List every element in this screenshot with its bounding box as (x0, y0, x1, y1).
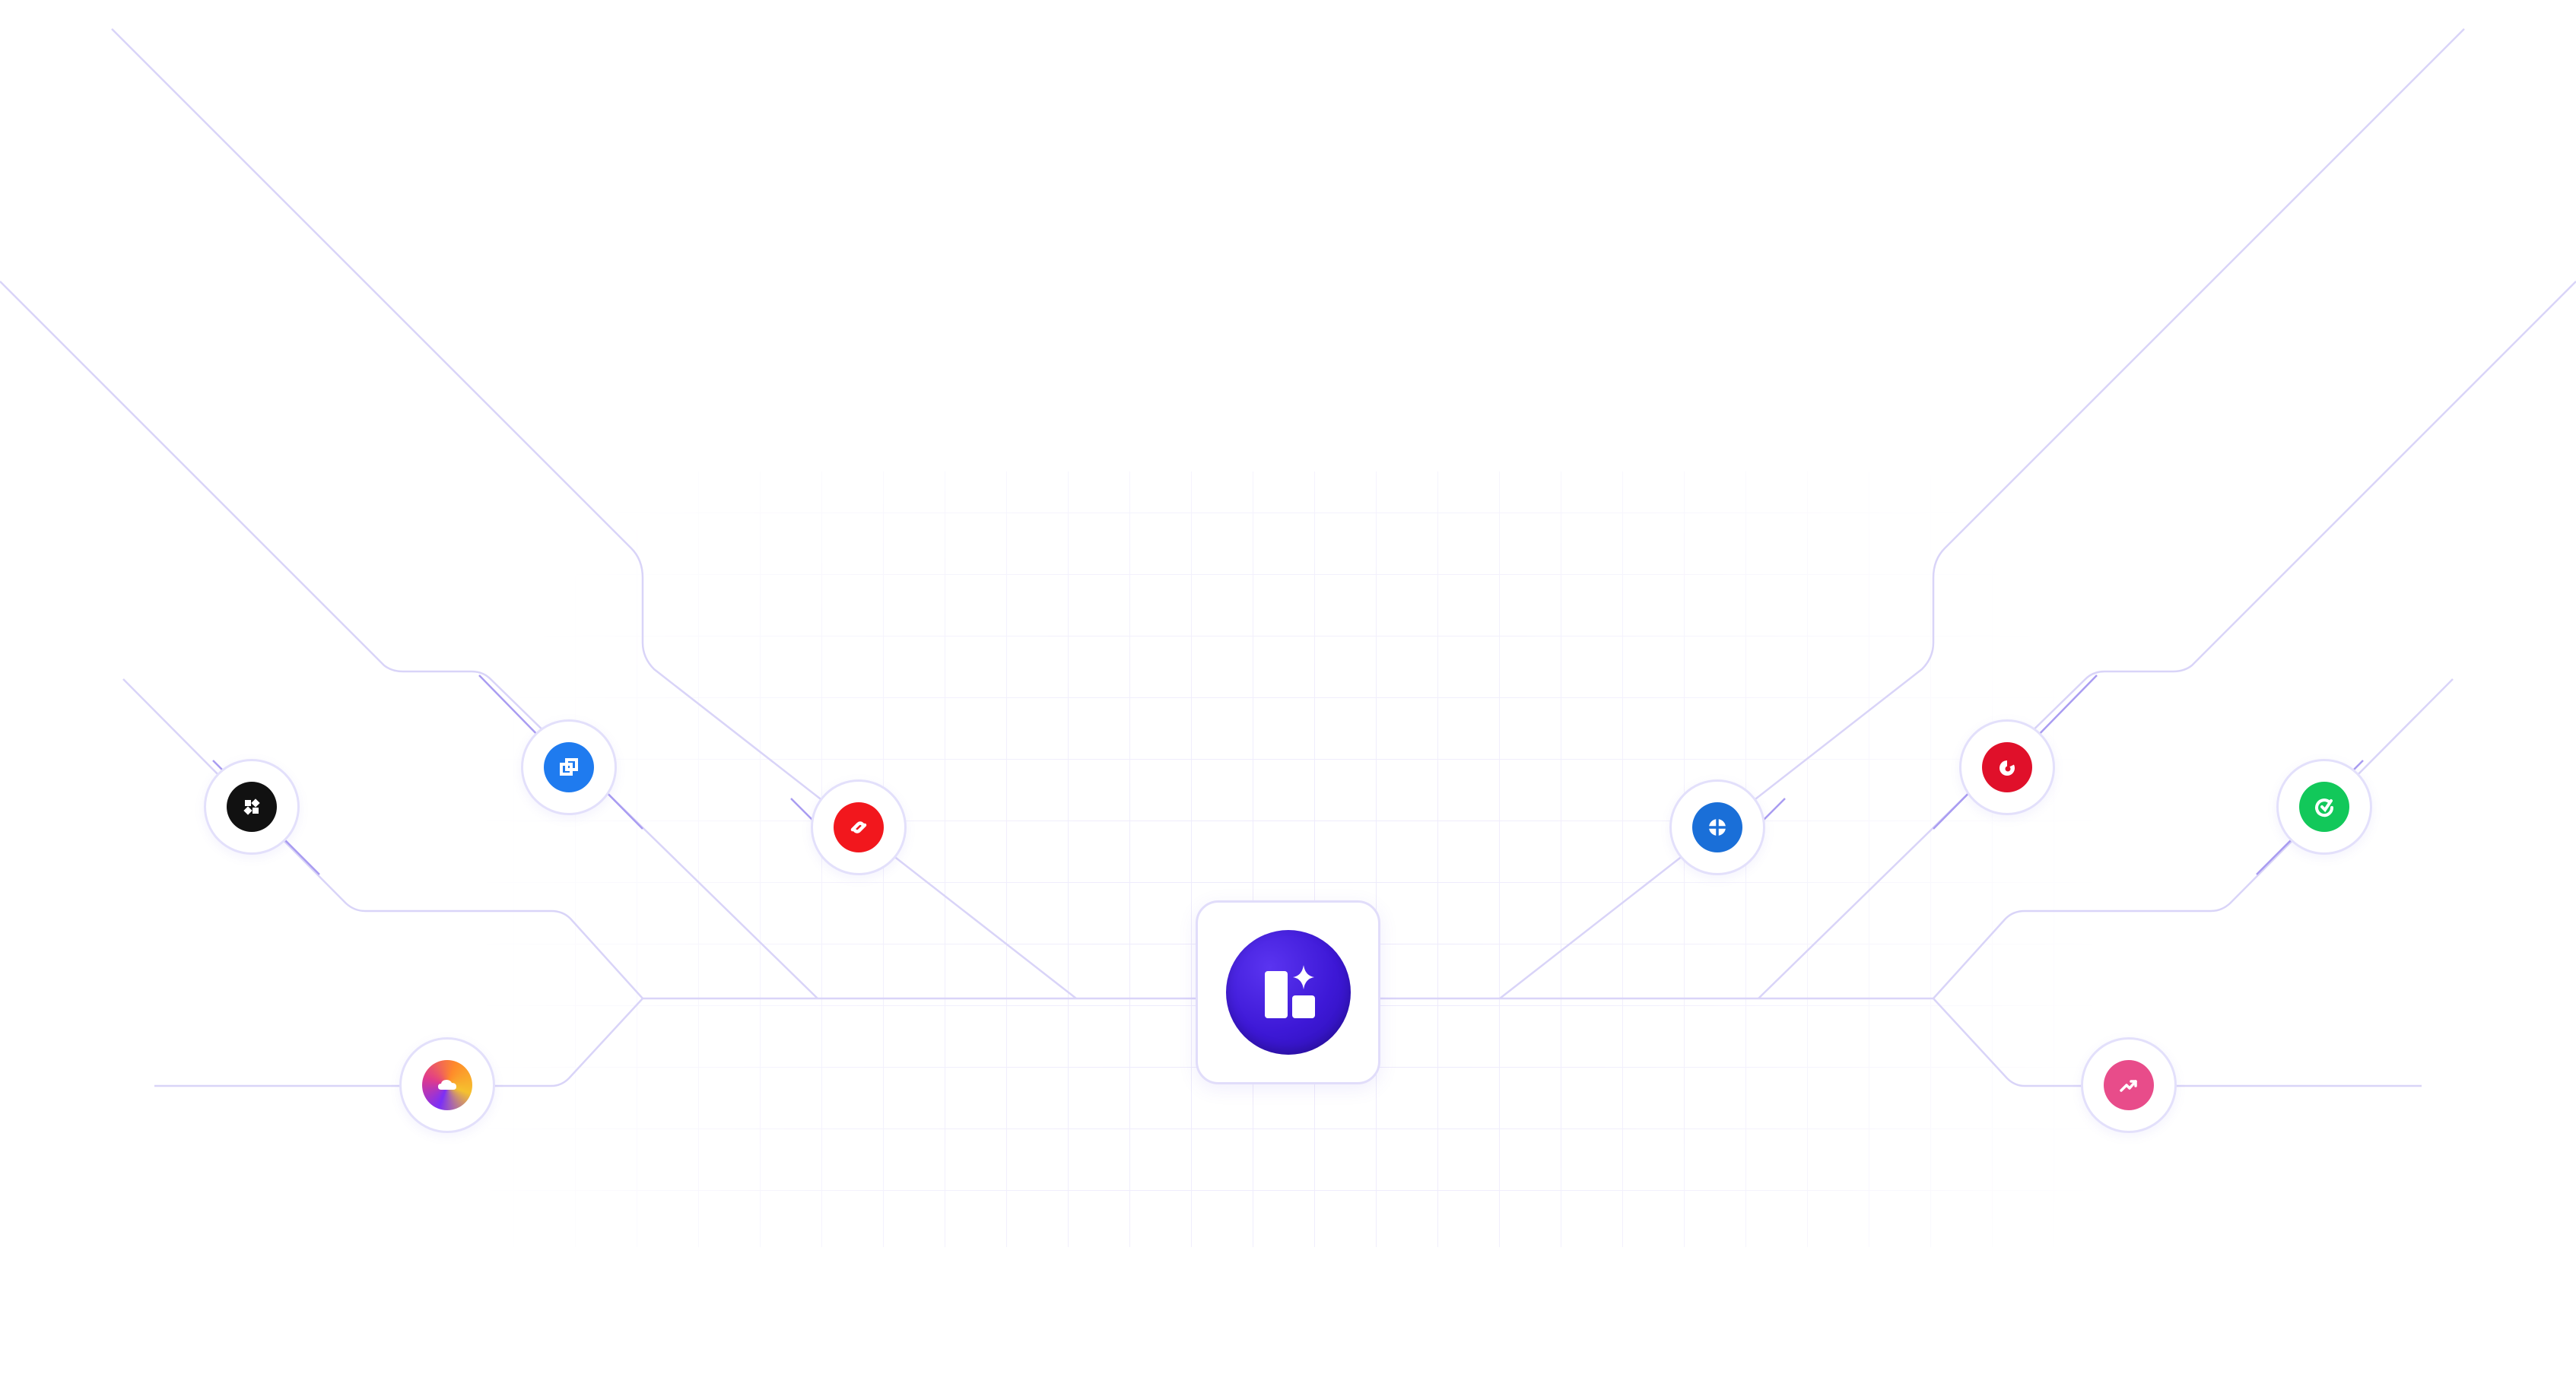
integration-node-pink-trend[interactable] (2081, 1037, 2177, 1133)
connector-line (111, 28, 1077, 999)
refresh-check-icon (2299, 782, 2349, 832)
integration-node-black[interactable] (204, 759, 300, 855)
connector-line (1933, 998, 2422, 1087)
cloud-icon (422, 1060, 472, 1110)
integration-node-green-refresh[interactable] (2276, 759, 2372, 855)
pie-chart-icon (1982, 742, 2032, 792)
compass-icon (1692, 802, 1742, 852)
connector-line (1933, 678, 2454, 999)
connector-line (154, 998, 643, 1087)
puzzle-diamond-icon (227, 782, 277, 832)
connector-line (0, 281, 818, 999)
connector-line (1758, 281, 2576, 999)
integration-node-blue-square[interactable] (521, 719, 617, 815)
nested-square-icon (544, 742, 594, 792)
integration-node-gradient-cloud[interactable] (399, 1037, 495, 1133)
integration-node-blue-compass[interactable] (1669, 779, 1765, 875)
trend-up-icon (2104, 1060, 2154, 1110)
connector-line (1499, 28, 2465, 999)
link-chain-icon (834, 802, 884, 852)
spaces-sparkle-icon (1225, 930, 1351, 1055)
integration-node-red-link[interactable] (811, 779, 907, 875)
connector-line (122, 678, 643, 999)
central-hub[interactable] (1196, 900, 1380, 1084)
integration-node-red-pie[interactable] (1959, 719, 2055, 815)
